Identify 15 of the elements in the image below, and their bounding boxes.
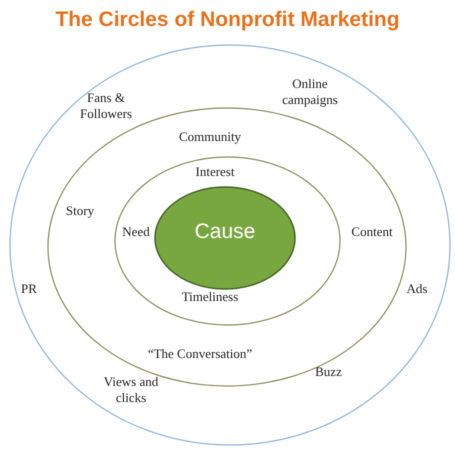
ring-label: Views and clicks	[102, 374, 160, 406]
ring-label: Fans & Followers	[79, 90, 133, 122]
ring-label: Ads	[406, 281, 428, 297]
center-label: Cause	[194, 220, 256, 244]
diagram-title: The Circles of Nonprofit Marketing	[54, 8, 401, 32]
ring-label: PR	[20, 281, 38, 297]
ring-label: Community	[178, 129, 242, 145]
ring-label: Need	[121, 224, 151, 240]
ring-label: Buzz	[314, 364, 343, 380]
ring-label: Timeliness	[180, 289, 240, 305]
ring-label: Online campaigns	[281, 76, 339, 108]
ring-label: Interest	[194, 164, 236, 180]
ring-label: Story	[64, 203, 96, 219]
ring-label: Content	[350, 224, 394, 240]
ring-label: “The Conversation”	[146, 346, 254, 362]
